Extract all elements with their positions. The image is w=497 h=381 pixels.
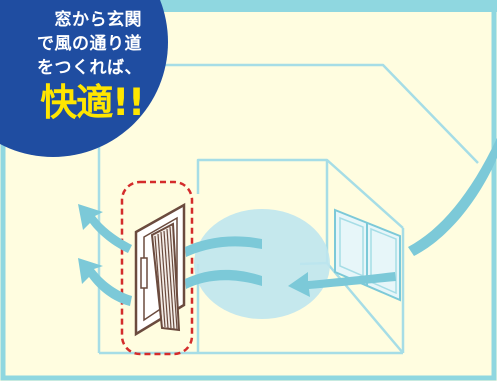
breeze-arrow-icon — [408, 138, 497, 256]
caption-headline: 快適!! — [40, 81, 145, 124]
breeze-arrow-icon — [288, 272, 396, 297]
caption-bubble — [0, 0, 168, 157]
breeze-arrow-icon — [185, 236, 262, 257]
caption: 窓から玄関 で風の通り道 をつくれば、 快適!! — [0, 8, 150, 126]
breeze-cloud — [194, 209, 330, 319]
caption-line-3: をつくれば、 — [37, 58, 142, 78]
caption-line-1: 窓から玄関 — [54, 10, 142, 30]
breeze-arrow-icon — [78, 258, 132, 306]
breeze-arrows — [78, 138, 497, 306]
door-highlight — [120, 180, 194, 356]
breeze-arrow-icon — [185, 269, 262, 289]
caption-line-2: で風の通り道 — [37, 34, 142, 54]
entrance-door-icon — [134, 202, 186, 337]
breeze-arrow-icon — [78, 204, 132, 253]
